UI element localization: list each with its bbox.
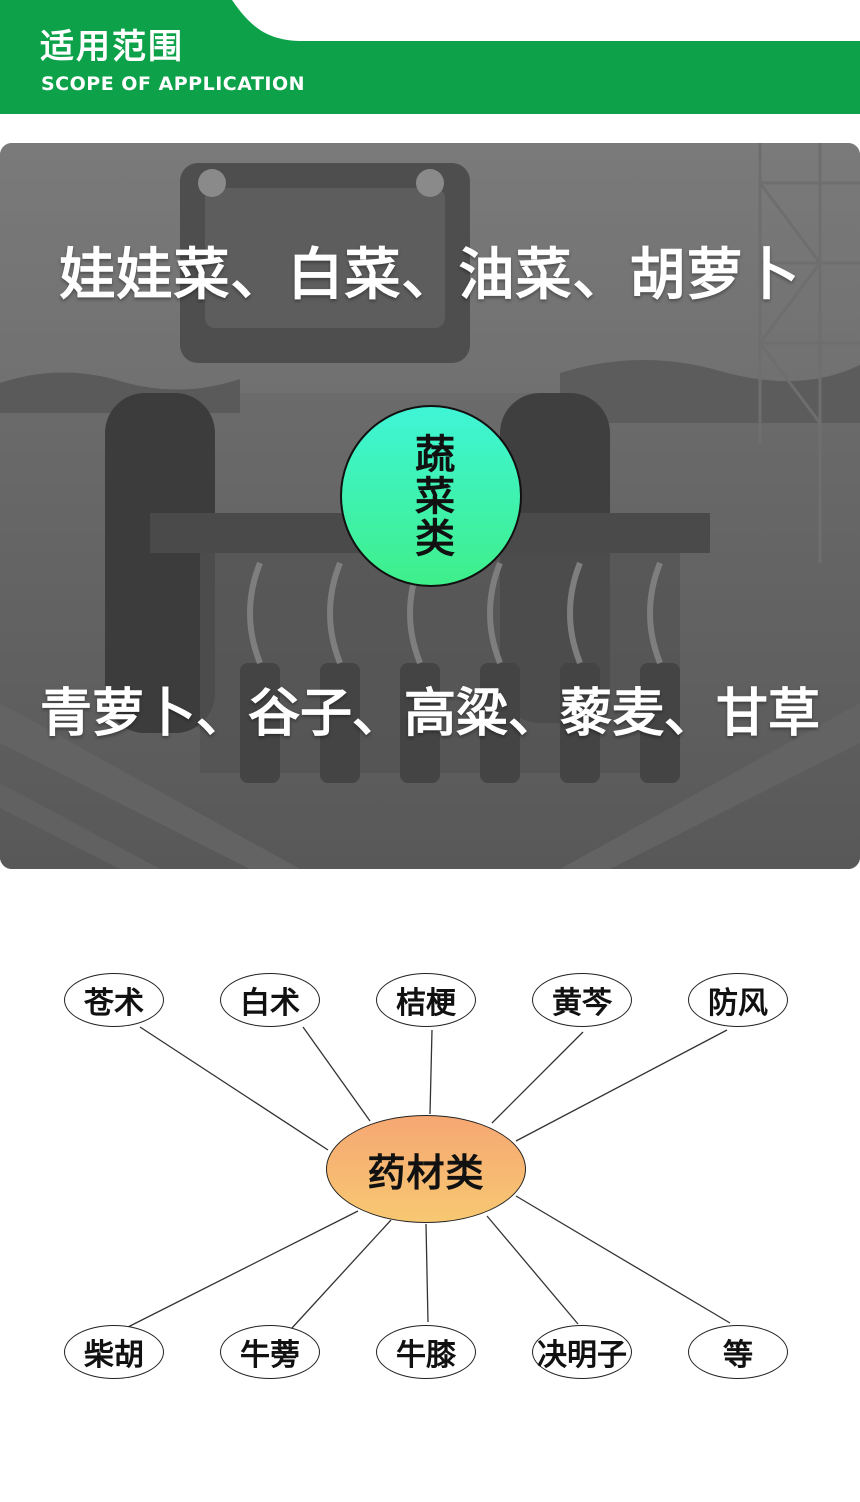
herb-item: 防风 [688, 973, 788, 1027]
herb-item: 等 [688, 1325, 788, 1379]
connector-line [515, 1029, 728, 1142]
connector-line [515, 1195, 731, 1324]
herb-item: 黄芩 [532, 973, 632, 1027]
header-banner [0, 0, 860, 114]
herb-item: 白术 [220, 973, 320, 1027]
herb-item: 牛膝 [376, 1325, 476, 1379]
connector-line [127, 1210, 359, 1328]
herb-item: 柴胡 [64, 1325, 164, 1379]
vegetable-category-label: 蔬菜类 [408, 433, 454, 559]
connector-line [291, 1219, 392, 1329]
connector-line [302, 1026, 371, 1122]
connector-line [491, 1031, 584, 1124]
section-subtitle: SCOPE OF APPLICATION [41, 73, 306, 95]
vegetable-category-badge: 蔬菜类 [340, 405, 522, 587]
section-header: 适用范围 SCOPE OF APPLICATION [0, 0, 860, 114]
herb-item: 牛蒡 [220, 1325, 320, 1379]
herb-category-hub: 药材类 [326, 1115, 526, 1223]
herb-item: 决明子 [532, 1325, 632, 1379]
connector-line [139, 1026, 329, 1151]
section-title: 适用范围 [40, 27, 184, 67]
connector-line [429, 1029, 433, 1115]
connector-line [425, 1223, 429, 1323]
vegetable-panel: 娃娃菜、白菜、油菜、胡萝卜 蔬菜类 青萝卜、谷子、高粱、藜麦、甘草 [0, 143, 860, 869]
herb-item: 苍术 [64, 973, 164, 1027]
vegetable-list-top: 娃娃菜、白菜、油菜、胡萝卜 [59, 243, 801, 308]
vegetable-list-bottom: 青萝卜、谷子、高粱、藜麦、甘草 [39, 684, 820, 744]
herb-item: 桔梗 [376, 973, 476, 1027]
connector-line [486, 1215, 579, 1325]
